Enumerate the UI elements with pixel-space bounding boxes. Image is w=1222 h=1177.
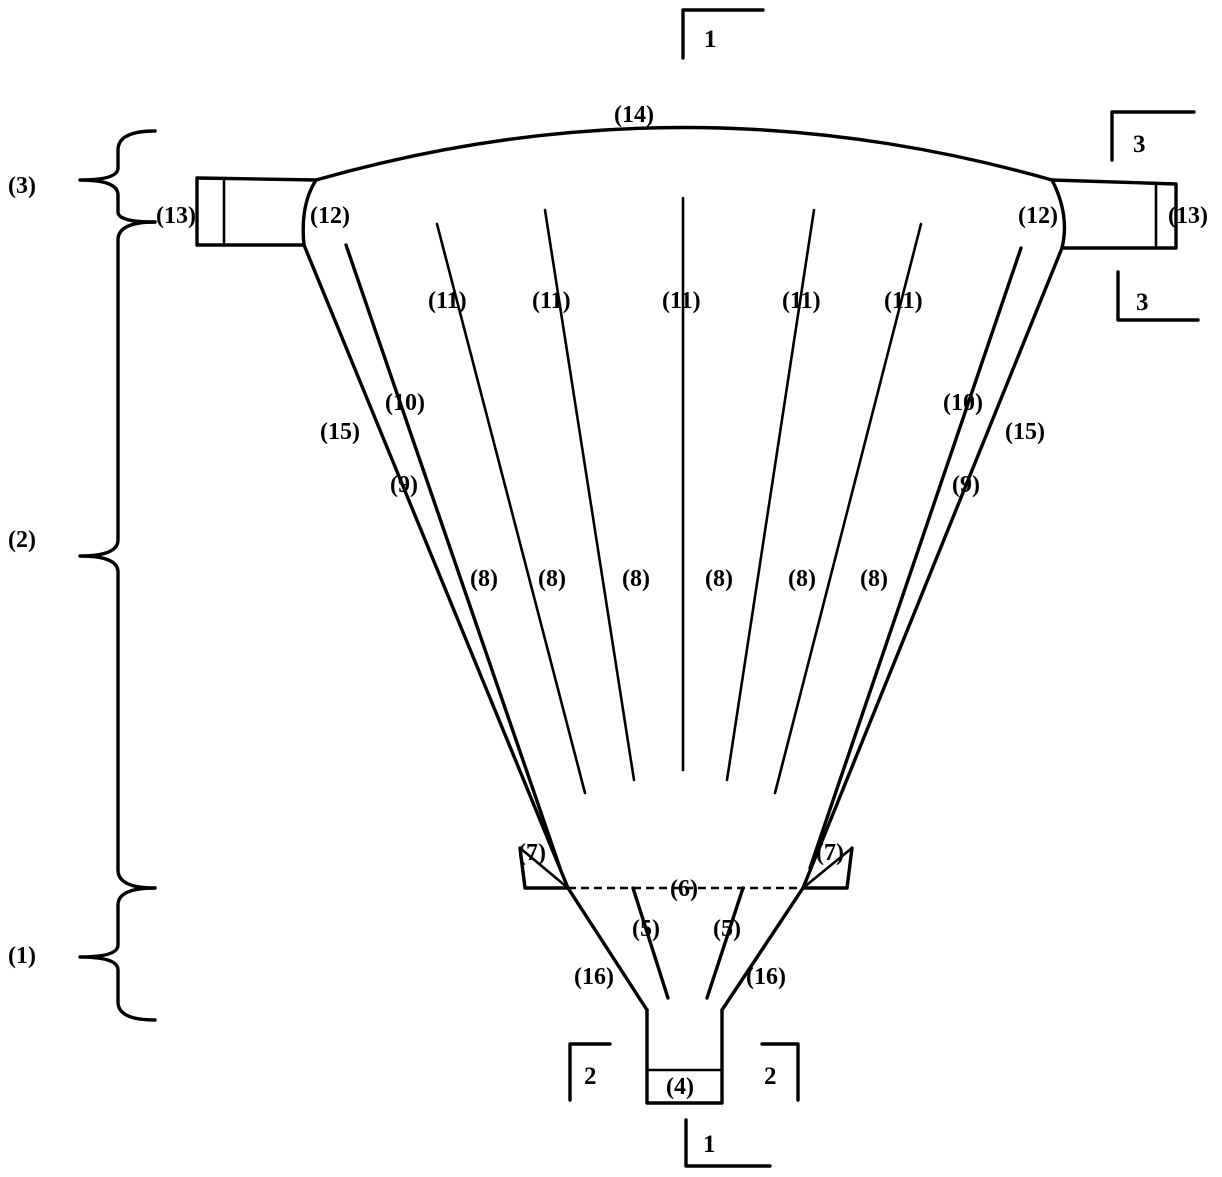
label-10-right: (10) bbox=[943, 390, 983, 416]
label-13-left: (13) bbox=[156, 203, 196, 229]
bottom-inlet bbox=[645, 1008, 724, 1105]
label-12-left: (12) bbox=[310, 203, 350, 229]
label-4: (4) bbox=[666, 1074, 694, 1100]
label-16-left: (16) bbox=[574, 964, 614, 990]
section-marker-3-top bbox=[1110, 110, 1196, 162]
label-10-left: (10) bbox=[385, 390, 425, 416]
right-outlet bbox=[1050, 178, 1178, 250]
label-5-right: (5) bbox=[713, 916, 741, 942]
label-11-a: (11) bbox=[428, 288, 467, 314]
section-marker-2-right bbox=[760, 1042, 800, 1102]
label-15-left: (15) bbox=[320, 419, 360, 445]
label-11-c: (11) bbox=[662, 288, 701, 314]
section-label-3-top: 3 bbox=[1133, 131, 1146, 158]
inner-walls bbox=[344, 243, 1023, 870]
label-8-a: (8) bbox=[470, 566, 498, 592]
left-outlet bbox=[195, 176, 318, 247]
section-label-2-left: 2 bbox=[584, 1063, 597, 1090]
label-8-d: (8) bbox=[705, 566, 733, 592]
label-7-right: (7) bbox=[816, 840, 844, 866]
label-15-right: (15) bbox=[1005, 419, 1045, 445]
top-dome bbox=[314, 125, 1054, 182]
label-3: (3) bbox=[8, 173, 36, 199]
section-label-2-right: 2 bbox=[764, 1063, 777, 1090]
label-8-c: (8) bbox=[622, 566, 650, 592]
left-brace bbox=[78, 129, 157, 1022]
label-5-left: (5) bbox=[632, 916, 660, 942]
bottom-guides bbox=[631, 886, 745, 1000]
label-1: (1) bbox=[8, 943, 36, 969]
guide-plates bbox=[435, 196, 923, 795]
label-11-e: (11) bbox=[884, 288, 923, 314]
label-6: (6) bbox=[670, 876, 698, 902]
label-11-b: (11) bbox=[532, 288, 571, 314]
label-16-right: (16) bbox=[746, 964, 786, 990]
section-marker-1-top bbox=[681, 8, 765, 60]
label-13-right: (13) bbox=[1168, 203, 1208, 229]
label-12-right: (12) bbox=[1018, 203, 1058, 229]
section-marker-2-left bbox=[568, 1042, 612, 1102]
section-marker-1-bottom bbox=[684, 1118, 772, 1168]
label-14: (14) bbox=[614, 102, 654, 128]
label-9-right: (9) bbox=[952, 472, 980, 498]
section-marker-3-bottom bbox=[1116, 270, 1200, 322]
label-8-b: (8) bbox=[538, 566, 566, 592]
distribution-ring bbox=[518, 846, 854, 890]
label-8-f: (8) bbox=[860, 566, 888, 592]
label-8-e: (8) bbox=[788, 566, 816, 592]
label-7-left: (7) bbox=[518, 840, 546, 866]
section-label-1-bottom: 1 bbox=[703, 1131, 716, 1158]
label-11-d: (11) bbox=[782, 288, 821, 314]
section-label-1-top: 1 bbox=[704, 26, 717, 53]
label-2: (2) bbox=[8, 527, 36, 553]
section-label-3-bottom: 3 bbox=[1136, 289, 1149, 316]
label-9-left: (9) bbox=[390, 472, 418, 498]
